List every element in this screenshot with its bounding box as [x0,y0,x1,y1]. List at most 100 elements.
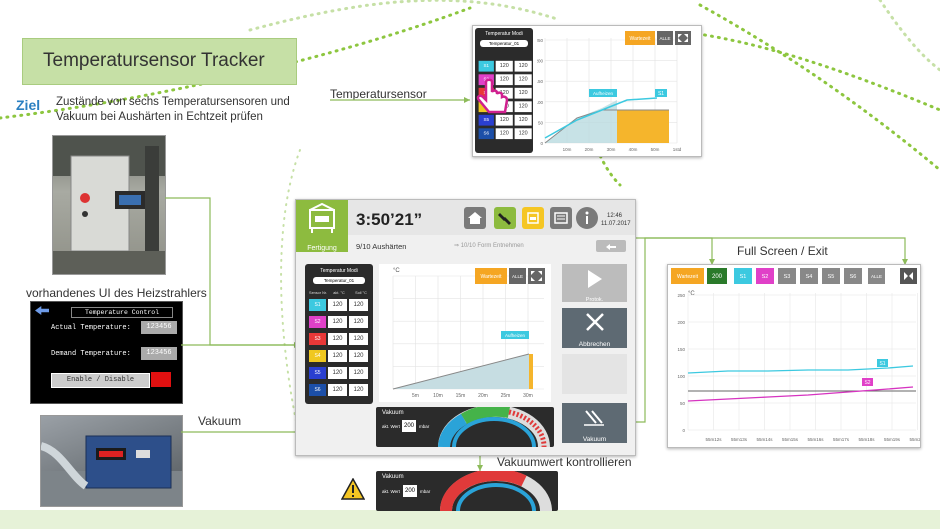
full-exit-button[interactable] [900,268,917,284]
full-sensor-button[interactable] [822,268,840,284]
full-s2-tag [862,378,873,386]
main-sensor-id[interactable]: S4 [309,350,326,362]
top-s1-line [544,97,658,139]
top-sensor-id[interactable]: S5 [478,114,494,126]
sensor-head-soll: Soll °C [355,291,367,295]
top-y-tick: 0 [540,141,543,146]
main-x-tick: 10m [433,393,443,399]
top-s1-tag [655,89,667,97]
top-sensor-akt: 120 [495,74,513,86]
full-sensor-button[interactable] [844,268,862,284]
main-alle-text: ALLE [512,274,523,279]
top-alle-button[interactable] [657,31,673,45]
main-aufheizen-tag [501,331,529,339]
sensor-head-akt: akt. °C [333,291,345,295]
full-sensor-label: S2 [762,274,769,280]
back-button[interactable] [596,240,626,252]
full-sensor-button[interactable] [800,268,818,284]
back-arrow-icon[interactable] [35,306,49,315]
title-box: Temperatursensor Tracker [22,38,297,85]
vakuum-button[interactable]: Vakuum [562,403,627,443]
full-sensor-label: S5 [828,274,835,280]
top-sensor-soll[interactable]: 120 [514,74,532,86]
main-sensor-soll[interactable]: 120 [349,384,368,396]
ziel-text: Zustände von sechs Temperatursensoren un… [56,96,290,123]
full-x-tick: 55m12s [705,437,722,442]
main-sensor-akt: 120 [328,316,347,328]
full-alle-button[interactable] [868,268,885,284]
protokoll-button[interactable]: Protok. [562,264,627,303]
main-sensor-id[interactable]: S1 [309,299,326,311]
top-sensor-akt: 120 [495,128,513,140]
home-button[interactable] [464,207,486,229]
step-current: 9/10 Aushärten [356,242,407,251]
main-sensor-akt: 120 [328,367,347,379]
full-unit: °C [688,291,695,297]
full-wartezeit-button[interactable] [671,268,704,284]
full-s2-line [687,386,914,402]
main-sensor-soll[interactable]: 120 [349,316,368,328]
main-vacuum-gauge: Vakuum akt. Wert 200 mbar [376,407,554,447]
main-modi-select[interactable]: Temperatur_01 [313,277,365,284]
top-sensor-soll[interactable]: 120 [514,114,532,126]
top-fullscreen-icon [678,34,688,42]
log-button[interactable] [550,207,572,229]
main-modi-title: Temperatur Modi [320,268,358,274]
control-box-photo [52,135,166,275]
top-sensor-soll[interactable]: 120 [514,128,532,140]
main-sensor-soll[interactable]: 120 [349,350,368,362]
top-sensor-id[interactable]: S1 [478,60,494,72]
info-button[interactable] [576,207,598,229]
actual-temp-label: Actual Temperature: [51,324,131,332]
top-sensor-id[interactable]: S6 [478,128,494,140]
enable-disable-button[interactable]: Enable / Disable [51,373,150,388]
top-fullscreen-button[interactable] [675,31,691,45]
main-sensor-id[interactable]: S5 [309,367,326,379]
main-sensor-soll[interactable]: 120 [349,333,368,345]
full-x-tick: 55m15s [782,437,799,442]
full-sensor-button[interactable] [778,268,796,284]
top-sensor-akt: 120 [495,60,513,72]
full-sensor-button[interactable] [734,268,752,284]
main-sensor-id[interactable]: S6 [309,384,326,396]
main-alle-button[interactable] [509,268,526,284]
main-sensor-id[interactable]: S3 [309,333,326,345]
full-sensor-button[interactable] [756,268,774,284]
full-y-tick: 150 [677,347,685,352]
main-sensor-id[interactable]: S2 [309,316,326,328]
main-sensor-soll[interactable]: 120 [349,299,368,311]
main-fullscreen-icon [531,271,542,281]
full-y-tick: 250 [677,293,685,298]
demand-temp-value[interactable]: 123456 [141,347,177,360]
top-s1-text: S1 [658,91,664,97]
top-alle-text: ALLE [659,36,670,41]
full-s1-tag [877,359,888,367]
full-sensor-label: S6 [850,274,857,280]
main-sensor-soll[interactable]: 120 [349,367,368,379]
main-fullscreen-button[interactable] [528,268,545,284]
empty-button [562,354,627,394]
abbrechen-label: Abbrechen [578,341,611,348]
top-wait-bar [617,110,669,143]
tool-button[interactable] [494,207,516,229]
status-red-indicator [151,372,171,387]
top-y-tick: 250 [537,38,543,43]
top-modi-select[interactable]: Temperatur_01 [480,40,528,47]
top-sensor-soll[interactable]: 120 [514,101,532,113]
top-wartezeit-button[interactable] [625,31,655,45]
oven-state-button[interactable] [522,207,544,229]
abbrechen-button[interactable]: Abbrechen [562,308,627,348]
top-modi-box: Temperatur Modi Temperatur_01 S1120120S2… [475,28,533,153]
top-sensor-soll[interactable]: 120 [514,60,532,72]
top-sensor-soll[interactable]: 120 [514,87,532,99]
main-wartezeit-button[interactable] [475,268,507,284]
